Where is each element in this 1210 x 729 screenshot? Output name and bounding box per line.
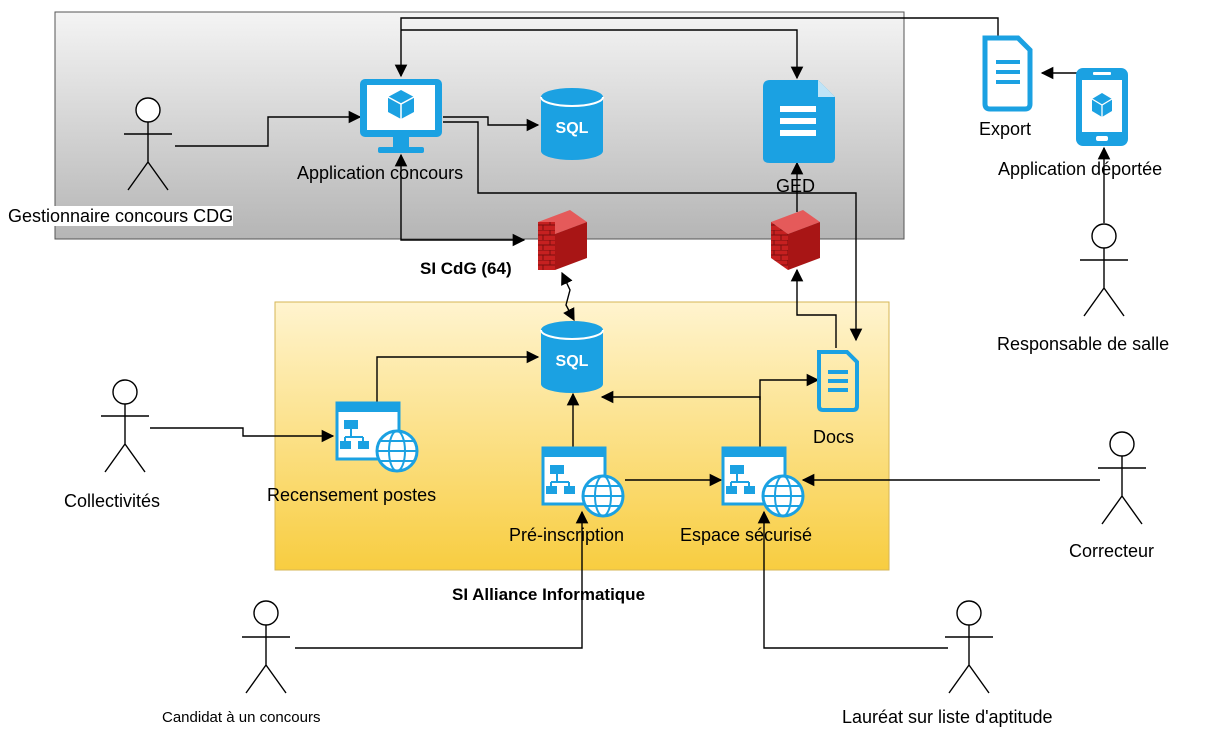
application-concours-label: Application concours (297, 163, 464, 183)
edge-collectivites-recensement (150, 427, 335, 443)
website-icon (721, 446, 805, 518)
edge-export-app (394, 17, 999, 78)
firewall-icon (771, 210, 820, 270)
edge-recensement-sql (376, 350, 540, 403)
docs-document-icon (817, 350, 859, 412)
export-document-icon (982, 35, 1033, 112)
laureat-label: Lauréat sur liste d'aptitude (842, 707, 1053, 727)
edge-espace-docs (759, 373, 820, 400)
docs-label: Docs (813, 427, 855, 447)
edge-gestionnaire-app (175, 110, 362, 147)
correcteur-label: Correcteur (1069, 541, 1155, 561)
actor-icon (101, 379, 149, 473)
gestionnaire-label: Gestionnaire concours CDG (8, 206, 234, 226)
actor-icon (1098, 431, 1146, 525)
sql-alliance-label: SQL (556, 353, 589, 370)
ged-document-icon (763, 80, 835, 163)
actor-icon (945, 600, 993, 694)
edge-firewall-sql (561, 271, 575, 322)
responsable-salle-label: Responsable de salle (997, 334, 1170, 354)
edge-firewall-app (394, 153, 526, 247)
export-label: Export (979, 119, 1032, 139)
edge-app-sql (443, 116, 540, 132)
recensement-postes-label: Recensement postes (267, 485, 437, 505)
sql-cdg-label: SQL (556, 120, 589, 137)
connectors (150, 17, 1111, 649)
database-icon: SQL (540, 321, 604, 393)
edge-app-ged (401, 29, 804, 80)
collectivites-label: Collectivités (64, 491, 161, 511)
firewall-icon (538, 210, 587, 270)
pre-inscription-label: Pré-inscription (509, 525, 625, 545)
mobile-device-icon (1076, 68, 1128, 146)
actor-icon (124, 97, 172, 191)
actor-icon (1080, 223, 1128, 317)
espace-securise-label: Espace sécurisé (680, 525, 813, 545)
database-icon: SQL (540, 88, 604, 160)
si-alliance-label: SI Alliance Informatique (452, 585, 646, 604)
monitor-icon (360, 79, 442, 153)
edge-candidat-preinscription (295, 510, 589, 649)
ged-label: GED (776, 176, 816, 196)
application-deportee-label: Application déportée (998, 159, 1163, 179)
website-icon (335, 401, 419, 473)
edge-laureat-espace (757, 510, 948, 649)
actor-icon (242, 600, 290, 694)
website-icon (541, 446, 625, 518)
si-cdg-label: SI CdG (64) (420, 259, 512, 278)
candidat-label: Candidat à un concours (162, 709, 321, 726)
edge-docs-firewall2 (790, 268, 837, 348)
